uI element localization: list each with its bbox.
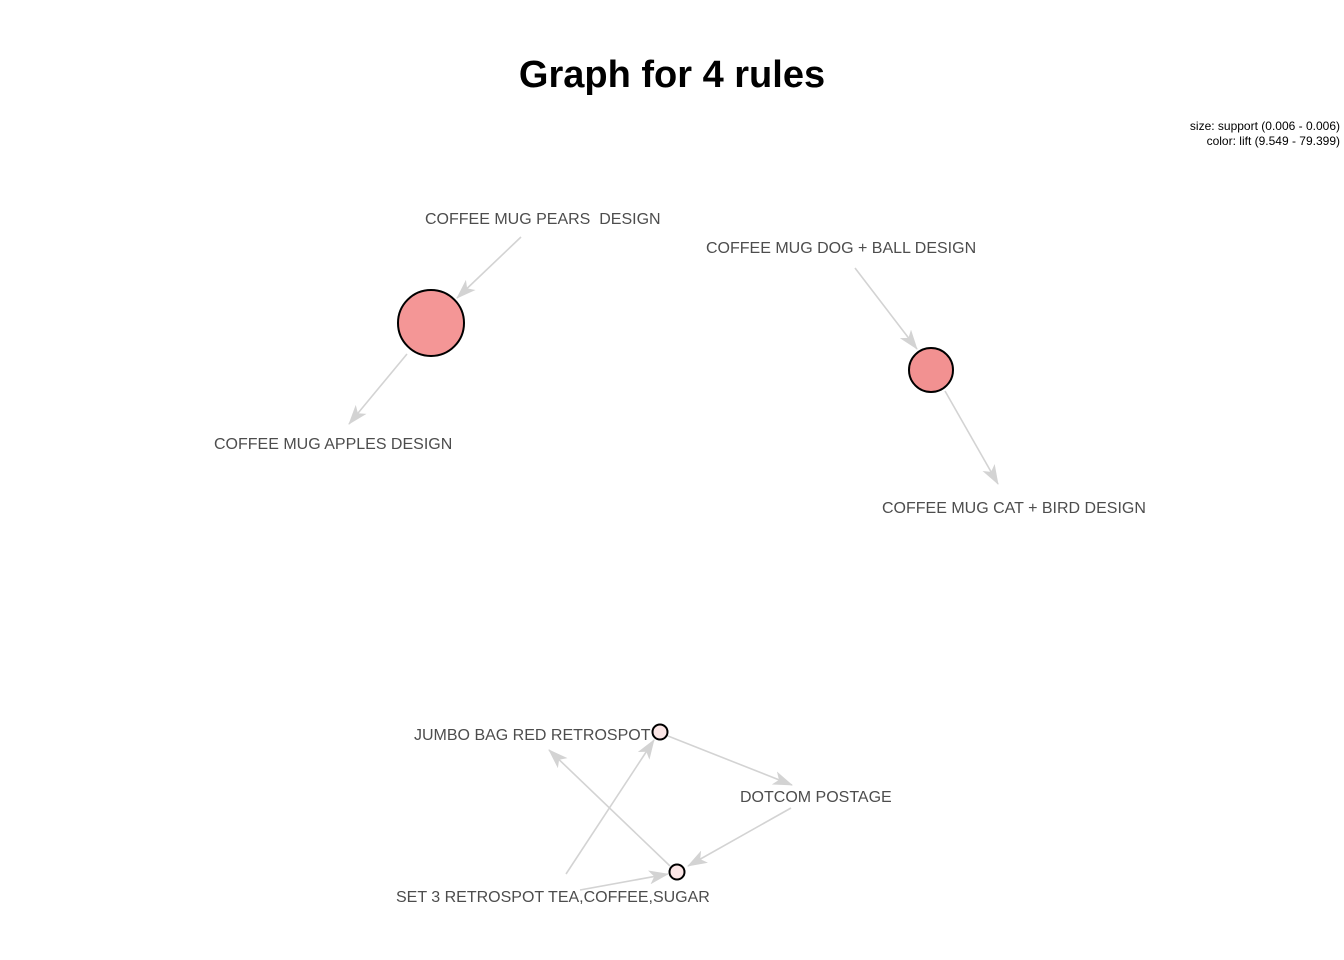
rule-node-set3-jumbo[interactable] — [651, 723, 669, 741]
edge-rule1-to-apples — [348, 353, 408, 425]
item-label-apples[interactable]: COFFEE MUG APPLES DESIGN — [214, 436, 452, 453]
edges — [348, 236, 999, 891]
edge-set3-to-rule3 — [565, 739, 655, 875]
edge-pears-to-rule1 — [456, 236, 522, 299]
item-labels: COFFEE MUG PEARS DESIGN COFFEE MUG APPLE… — [214, 211, 1146, 906]
edge-set3-to-rule4 — [579, 870, 669, 891]
legend-size: size: support (0.006 - 0.006) — [1189, 119, 1340, 133]
edge-rule3-to-dotcom — [667, 735, 793, 786]
item-label-jumbo-bag[interactable]: JUMBO BAG RED RETROSPOT — [414, 727, 651, 744]
rule-nodes — [397, 289, 954, 881]
edge-rule4-to-jumbo — [548, 749, 671, 867]
rule-node-pears-apples[interactable] — [397, 289, 465, 357]
edge-rule2-to-catbird — [944, 390, 999, 485]
graph-title: Graph for 4 rules — [518, 54, 826, 96]
item-label-dotcom[interactable]: DOTCOM POSTAGE — [740, 789, 892, 806]
edge-dogball-to-rule2 — [854, 267, 918, 350]
item-label-catbird[interactable]: COFFEE MUG CAT + BIRD DESIGN — [882, 500, 1146, 517]
rule-node-dotcom[interactable] — [668, 863, 686, 881]
item-label-dogball[interactable]: COFFEE MUG DOG + BALL DESIGN — [706, 240, 976, 257]
rule-node-dogball-catbird[interactable] — [908, 347, 954, 393]
item-label-pears[interactable]: COFFEE MUG PEARS DESIGN — [425, 211, 661, 228]
legend-color: color: lift (9.549 - 79.399) — [1206, 134, 1340, 148]
item-label-set3[interactable]: SET 3 RETROSPOT TEA,COFFEE,SUGAR — [396, 889, 710, 906]
legend: size: support (0.006 - 0.006) color: lif… — [1190, 119, 1340, 149]
edge-dotcom-to-rule4 — [687, 807, 792, 867]
